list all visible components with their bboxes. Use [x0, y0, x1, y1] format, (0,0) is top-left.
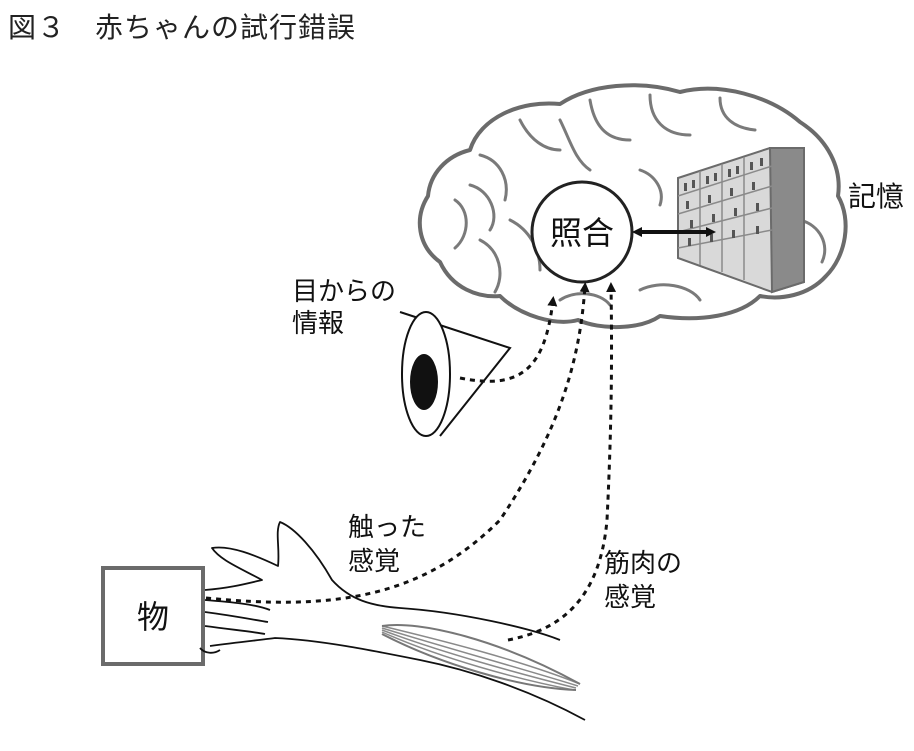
eye-info-label-line1: 目からの: [292, 277, 396, 307]
touch-label-line2: 感覚: [348, 547, 400, 577]
muscle-label-line2: 感覚: [604, 583, 656, 613]
eye-icon: [399, 311, 512, 437]
eye-info-label-line2: 情報: [292, 309, 344, 339]
touch-sensation-arrow: [205, 282, 590, 604]
hand-arm-illustration: [199, 521, 586, 721]
muscle-label-line1: 筋肉の: [604, 549, 682, 579]
matching-label: 照合: [550, 214, 614, 252]
memory-bookshelf-icon: [677, 147, 805, 294]
muscle-sensation-arrow: [507, 282, 617, 642]
touch-label-line1: 触った: [348, 513, 426, 543]
muscle-illustration: [381, 623, 581, 691]
eye-info-arrow: [459, 296, 558, 383]
object-label: 物: [137, 598, 169, 636]
memory-label: 記憶: [848, 180, 904, 213]
object-box: [101, 566, 205, 666]
figure-title: 図３ 赤ちゃんの試行錯誤: [8, 11, 357, 44]
